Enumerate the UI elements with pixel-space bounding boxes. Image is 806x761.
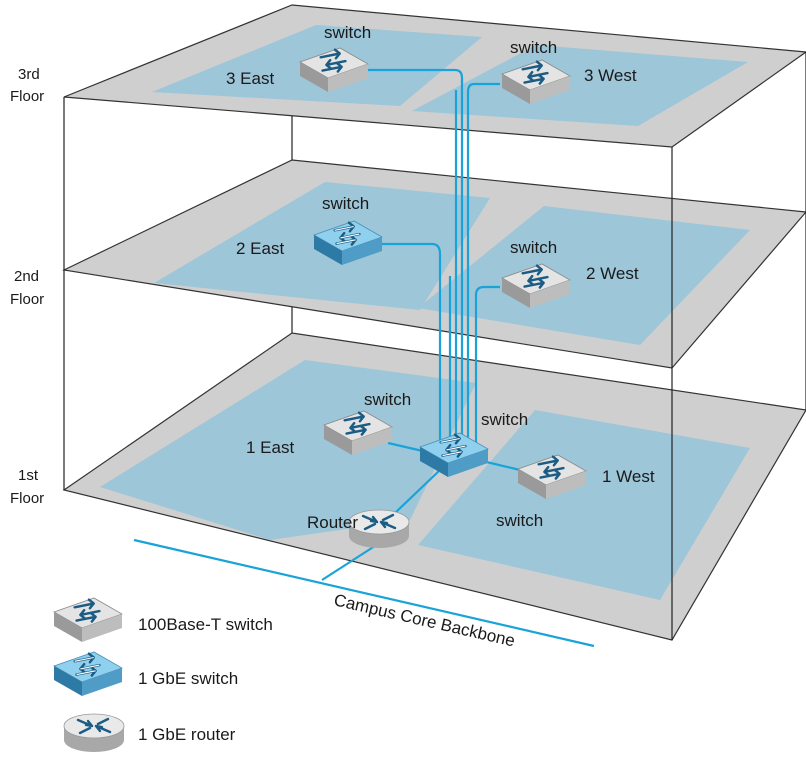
floor-label-2: 2nd Floor <box>10 268 44 308</box>
floor-plate-3 <box>63 4 806 148</box>
router-name-label: Router <box>307 513 358 532</box>
floor-2-label-line2: Floor <box>10 291 44 308</box>
floor-label-3: 3rd Floor <box>10 66 44 105</box>
legend-label-gbe-switch: 1 GbE switch <box>138 669 238 688</box>
backbone-label: Campus Core Backbone <box>332 590 517 650</box>
floor-3-label-line2: Floor <box>10 88 44 105</box>
legend-router-icon <box>62 712 126 754</box>
floor-2-label-line1: 2nd <box>14 268 39 285</box>
switch-3-east-name-label: 3 East <box>226 69 274 88</box>
switch-2-west-type-label: switch <box>510 238 557 257</box>
switch-2-east-name-label: 2 East <box>236 239 284 258</box>
switch-2-east-type-label: switch <box>322 194 369 213</box>
switch-1-core-type-label: switch <box>481 410 528 429</box>
switch-1-east-name-label: 1 East <box>246 438 294 457</box>
switch-1-west-name-label: 1 West <box>602 467 655 486</box>
switch-3-west-type-label: switch <box>510 38 557 57</box>
switch-1-west-type-label: switch <box>496 511 543 530</box>
legend-label-gbe-router: 1 GbE router <box>138 725 236 744</box>
switch-1-east-type-label: switch <box>364 390 411 409</box>
floor-3-label-line1: 3rd <box>18 66 40 83</box>
switch-2-west-name-label: 2 West <box>586 264 639 283</box>
legend-switch-icon <box>54 598 122 642</box>
switch-3-east-type-label: switch <box>324 23 371 42</box>
floor-plate-2 <box>62 159 806 369</box>
legend-gbe-switch-icon <box>54 652 122 696</box>
legend: 100Base-T switch 1 GbE switch 1 GbE rout… <box>54 598 273 754</box>
floor-1-label-line2: Floor <box>10 490 44 507</box>
legend-label-fast-switch: 100Base-T switch <box>138 615 273 634</box>
switch-3-west-name-label: 3 West <box>584 66 637 85</box>
campus-backbone-line <box>133 538 595 648</box>
floor-1-label-line1: 1st <box>18 467 39 484</box>
floor-plate-1 <box>62 332 806 641</box>
floor-label-1: 1st Floor <box>10 467 44 507</box>
